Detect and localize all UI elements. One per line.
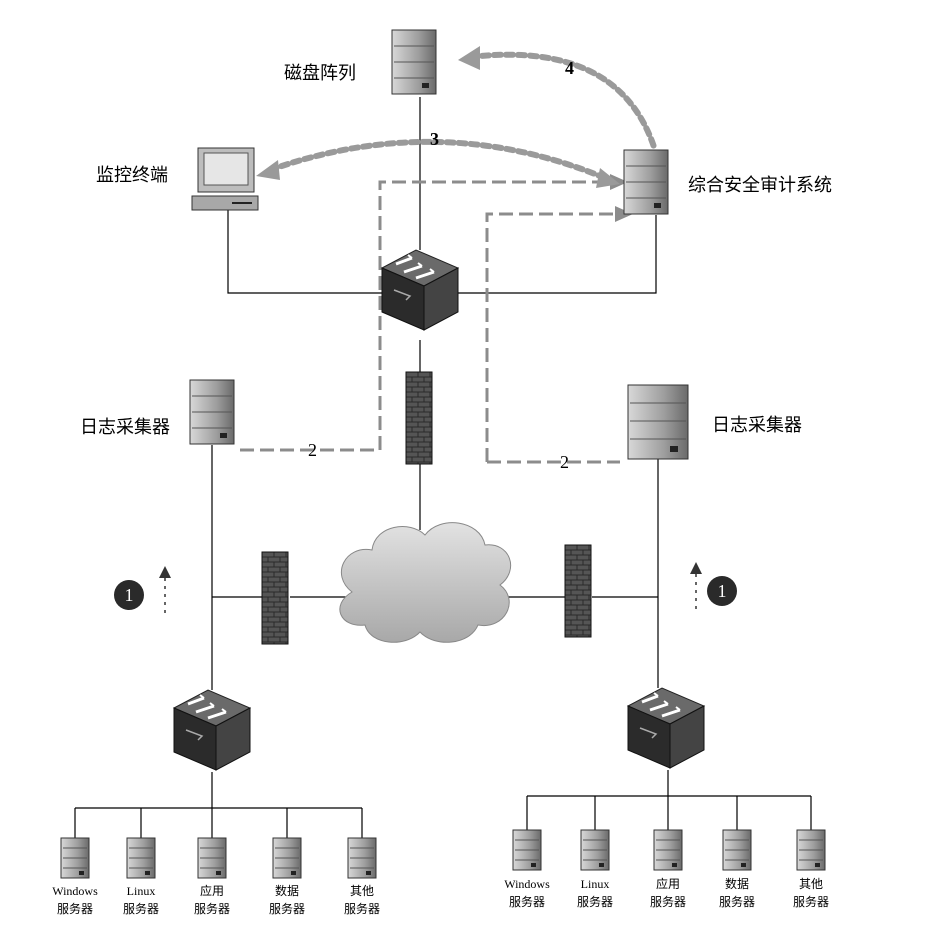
flow-3-label: 3 — [430, 129, 439, 149]
flow-2-left-label: 2 — [308, 440, 317, 460]
audit-system-label: 综合安全审计系统 — [688, 175, 832, 196]
server-label-line1: Linux — [581, 877, 610, 891]
step1-right-marker: 1 — [690, 562, 737, 612]
flow-4-label: 4 — [565, 58, 574, 78]
step1-left-label: 1 — [125, 585, 134, 605]
flow-4-arrowhead — [458, 46, 480, 70]
flow-2-paths — [240, 180, 620, 464]
left-server-labels: Windows 服务器 Linux 服务器 应用 服务器 数据 服务器 其他 服… — [52, 883, 380, 916]
audit-system-server-icon — [623, 149, 669, 215]
server-label-line2: 服务器 — [793, 894, 829, 909]
server-label-line1: 数据 — [725, 876, 749, 891]
right-access-switch-icon — [626, 686, 706, 770]
right-server-icons — [512, 829, 826, 871]
server-label-line2: 服务器 — [650, 894, 686, 909]
server-label-line2: 服务器 — [577, 894, 613, 909]
server-label-line1: 其他 — [350, 884, 374, 898]
server-label-line1: Windows — [52, 884, 98, 898]
server-label-line1: 数据 — [275, 883, 299, 898]
monitor-terminal-pc-icon — [191, 147, 259, 211]
core-switch-icon — [380, 248, 460, 332]
server-label-line2: 服务器 — [269, 901, 305, 916]
monitor-terminal-label: 监控终端 — [96, 165, 168, 186]
server-label-line1: Windows — [504, 877, 550, 891]
log-collector-left-server-icon — [189, 379, 235, 445]
network-links — [74, 97, 812, 838]
left-access-switch-icon — [172, 688, 252, 772]
flow-2-right-label: 2 — [560, 452, 569, 472]
step1-right-label: 1 — [718, 581, 727, 601]
log-collector-left-label: 日志采集器 — [80, 417, 170, 438]
server-label-line2: 服务器 — [57, 901, 93, 916]
left-server-icons — [60, 837, 377, 879]
server-label-line2: 服务器 — [194, 901, 230, 916]
server-label-line1: 应用 — [200, 883, 224, 898]
server-label-line1: 其他 — [799, 877, 823, 891]
server-label-line2: 服务器 — [344, 901, 380, 916]
server-label-line2: 服务器 — [509, 894, 545, 909]
disk-array-label: 磁盘阵列 — [284, 63, 356, 84]
disk-array-server-icon — [391, 29, 437, 95]
central-firewall-icon — [405, 371, 433, 465]
server-label-line2: 服务器 — [719, 894, 755, 909]
flow-3-arrowhead-right — [596, 168, 620, 188]
server-label-line2: 服务器 — [123, 901, 159, 916]
flow-3-arrowhead-left — [256, 160, 280, 180]
log-collector-right-server-icon — [627, 384, 689, 460]
right-server-labels: Windows 服务器 Linux 服务器 应用 服务器 数据 服务器 其他 服… — [504, 876, 829, 909]
server-label-line1: Linux — [127, 884, 156, 898]
left-firewall-icon — [261, 551, 289, 645]
flow-2-arrowhead-top — [610, 174, 628, 190]
flow-3-4-paths — [267, 51, 658, 181]
internet-cloud-icon — [339, 522, 512, 643]
log-collector-right-label: 日志采集器 — [712, 415, 802, 436]
server-label-line1: 应用 — [656, 876, 680, 891]
step1-left-marker: 1 — [114, 566, 171, 618]
right-firewall-icon — [564, 544, 592, 638]
